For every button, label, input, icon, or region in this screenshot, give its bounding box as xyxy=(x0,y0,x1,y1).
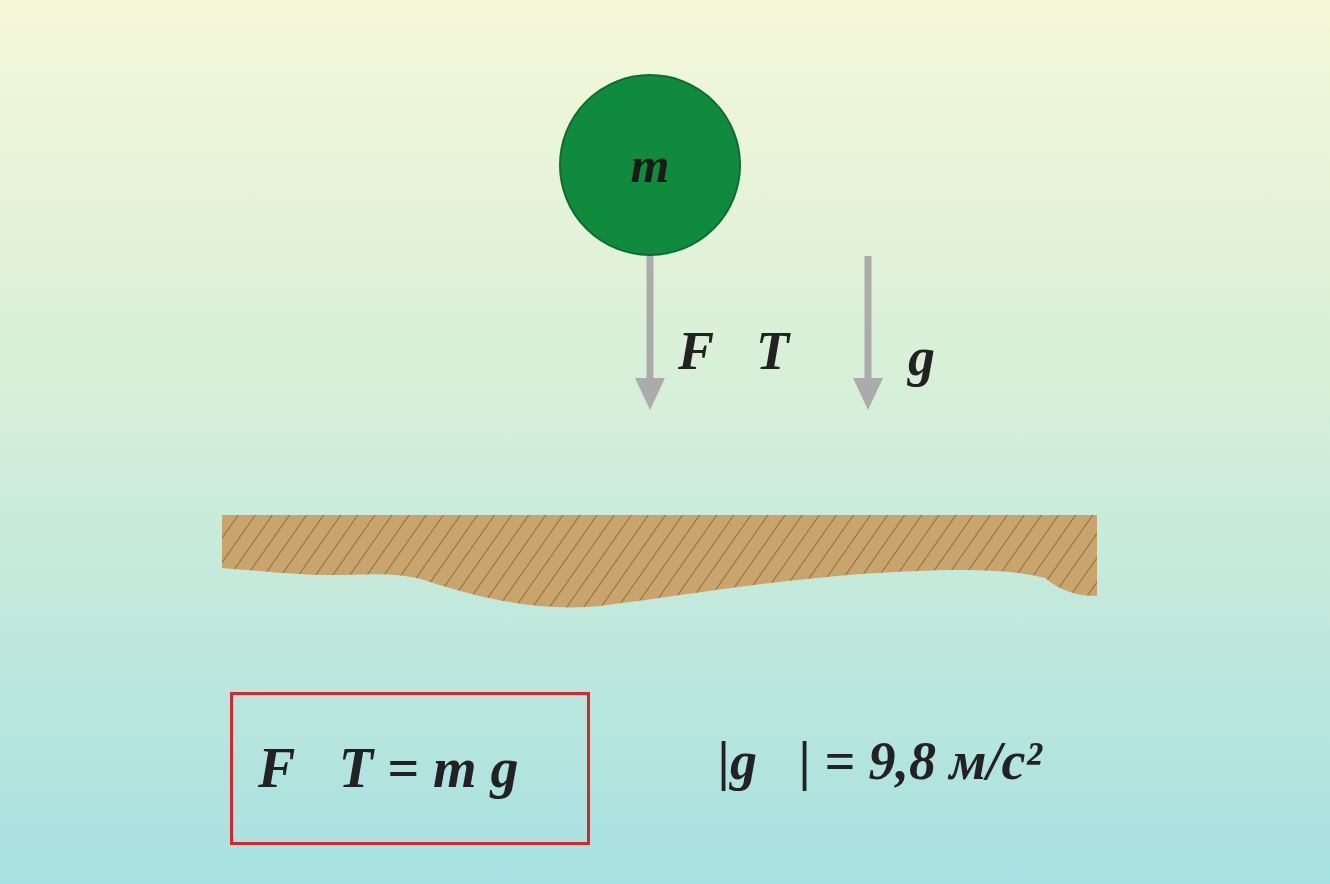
ground-surface xyxy=(222,515,1097,607)
mass-ball xyxy=(560,75,740,255)
force-arrow xyxy=(635,252,665,410)
value-label: |g⃗| = 9,8 м/с² xyxy=(718,732,1042,791)
acceleration-arrow xyxy=(853,256,883,410)
formula-box: F⃗Т = m g⃗ xyxy=(230,692,590,845)
formula-text: F⃗Т = m g⃗ xyxy=(258,738,562,800)
mass-circle: m xyxy=(558,73,742,257)
vector-label: g⃗ xyxy=(908,328,977,387)
mass-symbol: m xyxy=(631,138,670,193)
force-label: F⃗Т xyxy=(678,322,789,381)
